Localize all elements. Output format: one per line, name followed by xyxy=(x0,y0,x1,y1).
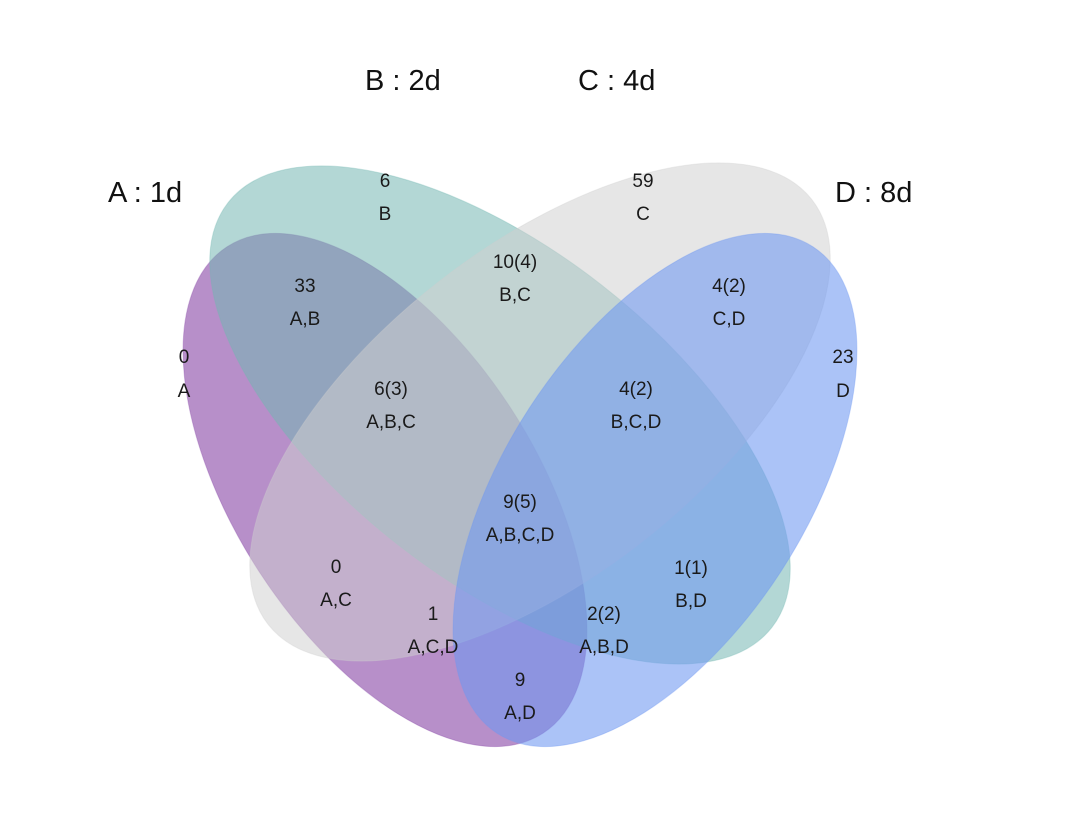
region-label-ab: A,B xyxy=(290,309,321,330)
region-label-ac: A,C xyxy=(320,590,352,611)
region-label-bcd: B,C,D xyxy=(611,412,662,433)
set-title-c: C : 4d xyxy=(578,65,655,97)
set-title-a: A : 1d xyxy=(108,177,182,209)
region-count-ad: 9 xyxy=(515,670,526,691)
region-count-abcd: 9(5) xyxy=(503,492,537,513)
region-count-bcd: 4(2) xyxy=(619,379,653,400)
region-count-a: 0 xyxy=(179,347,190,368)
region-label-c: C xyxy=(636,204,650,225)
region-label-bc: B,C xyxy=(499,285,531,306)
region-label-a: A xyxy=(178,381,191,402)
set-ellipses xyxy=(182,162,858,748)
region-count-bc: 10(4) xyxy=(493,252,537,273)
region-count-d: 23 xyxy=(832,347,853,368)
region-count-bd: 1(1) xyxy=(674,558,708,579)
region-label-acd: A,C,D xyxy=(408,637,459,658)
region-count-acd: 1 xyxy=(428,604,439,625)
region-count-b: 6 xyxy=(380,171,391,192)
set-ellipse-d xyxy=(452,232,858,748)
region-count-abd: 2(2) xyxy=(587,604,621,625)
set-titles: A : 1d B : 2d C : 4d D : 8d xyxy=(108,65,912,209)
set-title-d: D : 8d xyxy=(835,177,912,209)
region-count-abc: 6(3) xyxy=(374,379,408,400)
region-label-cd: C,D xyxy=(713,309,746,330)
region-label-bd: B,D xyxy=(675,591,707,612)
region-label-abd: A,B,D xyxy=(579,637,629,658)
region-count-cd: 4(2) xyxy=(712,276,746,297)
region-label-abcd: A,B,C,D xyxy=(486,525,555,546)
region-label-abc: A,B,C xyxy=(366,412,416,433)
set-title-b: B : 2d xyxy=(365,65,441,97)
region-count-c: 59 xyxy=(632,171,653,192)
region-label-b: B xyxy=(379,204,392,225)
region-label-ad: A,D xyxy=(504,703,536,724)
region-count-ab: 33 xyxy=(294,276,315,297)
region-label-d: D xyxy=(836,381,850,402)
region-count-ac: 0 xyxy=(331,557,342,578)
